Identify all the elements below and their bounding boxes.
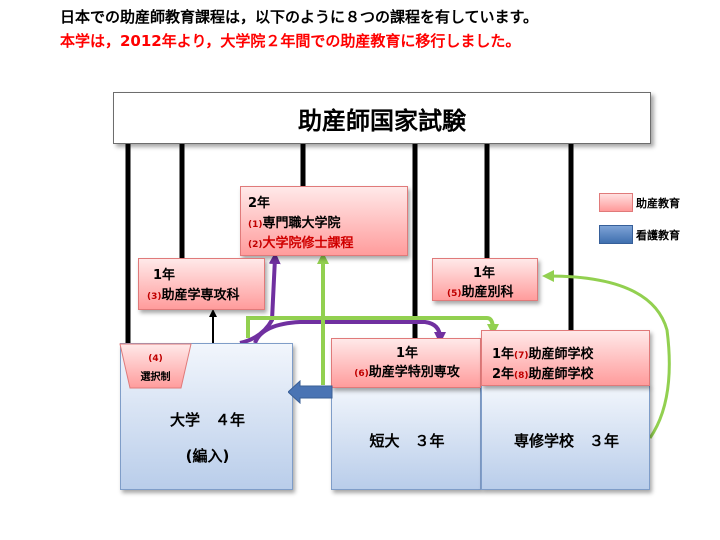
arrow-junior-midwifeschool — [246, 316, 499, 338]
tokubetsu-box: 1年 (6)助産学特別専攻 — [331, 338, 481, 388]
bekka-item: (5)助産別科 — [447, 281, 514, 300]
senkou-item: (3)助産学専攻科 — [147, 284, 240, 303]
graduate-item-1: (1)専門職大学院 — [248, 212, 341, 231]
elective-shape — [119, 343, 192, 389]
graduate-label-2: 大学院修士課程 — [262, 236, 354, 251]
midwife-school-label-2: 助産師学校 — [528, 367, 594, 382]
vocational-school-box: 専修学校 ３年 — [481, 385, 650, 490]
arrow-university-tokubetsu — [253, 320, 446, 344]
junior-college-box: 短大 ３年 — [331, 385, 481, 490]
senkou-num: (3) — [147, 292, 162, 302]
graduate-num-2: (2) — [248, 240, 263, 250]
graduate-school-box: 2年 (1)専門職大学院 (2)大学院修士課程 — [240, 186, 408, 256]
tokubetsu-num: (6) — [354, 369, 369, 379]
midwife-school-label-1: 助産師学校 — [528, 347, 594, 362]
header-line-1: 日本での助産師教育課程は，以下のように８つの課程を有しています。 — [60, 8, 539, 26]
midwife-school-year-2: 2年 — [492, 367, 515, 382]
graduate-years: 2年 — [248, 196, 271, 211]
midwife-school-line-2: 2年(8)助産師学校 — [492, 363, 594, 382]
senkou-box: 1年 (3)助産学専攻科 — [138, 258, 265, 310]
university-sub: (編入) — [185, 447, 230, 465]
vocational-school-label: 専修学校 ３年 — [513, 432, 619, 450]
bekka-box: 1年 (5)助産別科 — [432, 258, 538, 301]
legend-nursing-swatch — [599, 225, 633, 244]
midwife-school-box: 1年(7)助産師学校 2年(8)助産師学校 — [481, 330, 650, 386]
midwife-school-num-2: (8) — [514, 371, 529, 381]
bekka-num: (5) — [447, 289, 462, 299]
legend-midwifery-swatch — [599, 193, 633, 212]
midwife-school-line-1: 1年(7)助産師学校 — [492, 343, 594, 362]
senkou-years: 1年 — [153, 268, 176, 283]
tokubetsu-item: (6)助産学特別専攻 — [332, 361, 482, 380]
senkou-label: 助産学専攻科 — [161, 288, 240, 303]
graduate-label-1: 専門職大学院 — [262, 216, 341, 231]
arrow-vocational-bekka — [542, 270, 671, 439]
midwife-school-num-1: (7) — [514, 351, 529, 361]
bekka-years: 1年 — [473, 266, 496, 281]
elective-num: (4) — [148, 354, 163, 364]
national-exam-label: 助産師国家試験 — [298, 106, 466, 135]
legend-nursing-label: 看護教育 — [636, 229, 680, 242]
legend-midwifery-label: 助産教育 — [636, 197, 680, 210]
tokubetsu-label: 助産学特別専攻 — [368, 365, 460, 380]
graduate-item-2: (2)大学院修士課程 — [248, 232, 354, 251]
arrow-junior-university — [288, 380, 333, 404]
bekka-label: 助産別科 — [461, 285, 514, 300]
elective-label: 選択制 — [140, 372, 171, 383]
junior-college-label: 短大 ３年 — [369, 432, 445, 450]
national-exam-box: 助産師国家試験 — [113, 92, 651, 144]
midwife-school-year-1: 1年 — [492, 347, 515, 362]
graduate-num-1: (1) — [248, 220, 263, 230]
tokubetsu-years: 1年 — [395, 346, 419, 361]
university-label: 大学 ４年 — [169, 411, 245, 429]
header-line-2: 本学は，2012年より，大学院２年間での助産教育に移行しました。 — [60, 32, 521, 50]
